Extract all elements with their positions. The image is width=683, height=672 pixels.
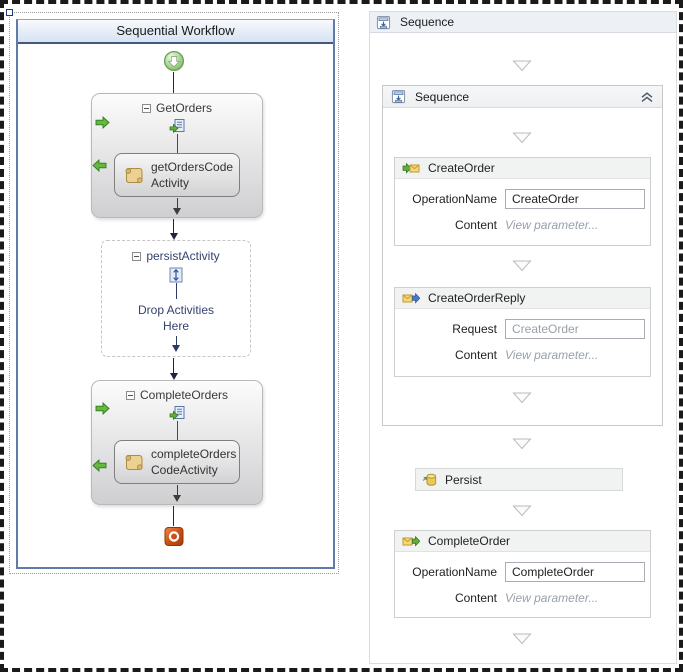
drop-target-triangle[interactable] [512, 131, 532, 144]
connector-line [176, 134, 178, 153]
connector-line [173, 506, 174, 526]
workflow-title-bar: Sequential Workflow [18, 20, 333, 44]
green-arrow-in-icon [95, 402, 110, 415]
down-arrow [173, 485, 181, 502]
inner-sequence-header: Sequence [383, 86, 662, 108]
green-arrow-out-icon [92, 459, 107, 472]
card-title: Persist [445, 472, 482, 487]
card-title: CompleteOrder [428, 534, 511, 548]
drop-target-triangle[interactable] [512, 632, 532, 645]
view-parameter-link[interactable]: View parameter... [505, 591, 599, 605]
terminate-icon [164, 526, 184, 547]
sequence-icon [391, 89, 406, 104]
persist-icon [422, 472, 437, 487]
outer-sequence-header: Sequence [370, 12, 676, 33]
code-activity-label: completeOrdersCodeActivity [151, 447, 237, 477]
activity-header: GetOrders [141, 101, 212, 115]
connector-line [173, 72, 174, 93]
operation-name-input[interactable]: CreateOrder [505, 189, 645, 209]
connector-line [175, 283, 177, 299]
inner-sequence[interactable]: Sequence Crea [382, 85, 663, 426]
operation-name-input[interactable]: CompleteOrder [505, 562, 645, 582]
field-label-operation-name: OperationName [412, 565, 497, 579]
card-title: CreateOrder [428, 161, 495, 175]
sequence-icon [376, 15, 391, 30]
card-title: CreateOrderReply [428, 291, 526, 305]
collapse-chevron-icon[interactable] [640, 91, 654, 103]
sequential-workflow-designer: Sequential Workflow GetOrders [16, 19, 335, 569]
collapse-toggle-icon[interactable] [125, 390, 135, 400]
request-input[interactable]: CreateOrder [505, 319, 645, 339]
drop-target-triangle[interactable] [512, 391, 532, 404]
activity-complete-orders-code[interactable]: completeOrdersCodeActivity [114, 440, 240, 484]
drop-target-triangle[interactable] [512, 59, 532, 72]
field-label-content: Content [454, 348, 497, 362]
activity-card-create-order[interactable]: CreateOrder OperationName CreateOrder Co… [394, 157, 651, 246]
down-arrow [172, 336, 180, 352]
outer-sequence-title: Sequence [400, 15, 455, 29]
receive-icon [402, 535, 420, 548]
drop-activities-hint: Drop Activities Here [137, 303, 215, 333]
persist-activity-icon [169, 267, 183, 283]
inner-sequence-title: Sequence [415, 89, 470, 104]
collapse-toggle-icon[interactable] [141, 103, 151, 113]
activity-get-orders-code[interactable]: getOrdersCodeActivity [114, 153, 240, 197]
code-activity-scroll-icon [122, 453, 145, 472]
collapse-toggle-icon[interactable] [132, 251, 142, 261]
drop-target-triangle[interactable] [512, 437, 532, 450]
green-arrow-out-icon [92, 159, 107, 172]
receive-icon [402, 162, 420, 175]
activity-title: persistActivity [146, 249, 220, 263]
start-icon [163, 50, 185, 72]
activity-get-orders[interactable]: GetOrders getOrdersCodeActi [91, 93, 263, 218]
field-label-content: Content [454, 218, 497, 232]
view-parameter-link[interactable]: View parameter... [505, 218, 599, 232]
green-arrow-in-icon [95, 116, 110, 129]
receive-activity-icon [169, 405, 185, 421]
activity-persist[interactable]: persistActivity Drop Activities Here [101, 240, 251, 357]
card-header: CompleteOrder [395, 531, 650, 552]
field-label-request: Request [452, 322, 497, 336]
drop-target-triangle[interactable] [512, 504, 532, 517]
connector-arrow [169, 358, 178, 380]
send-reply-icon [402, 292, 420, 305]
field-label-content: Content [454, 591, 497, 605]
activity-complete-orders[interactable]: CompleteOrders completeOrde [91, 380, 263, 505]
card-header: CreateOrderReply [395, 288, 650, 309]
activity-title: CompleteOrders [139, 388, 229, 402]
selection-border [9, 12, 339, 574]
code-activity-scroll-icon [122, 166, 145, 185]
activity-header: CompleteOrders [125, 388, 229, 402]
activity-card-complete-order[interactable]: CompleteOrder OperationName CompleteOrde… [394, 530, 651, 618]
connector-arrow [169, 219, 178, 240]
activity-card-create-order-reply[interactable]: CreateOrderReply Request CreateOrder Con… [394, 287, 651, 377]
down-arrow [173, 198, 181, 215]
selection-handle[interactable] [6, 9, 13, 16]
view-parameter-link[interactable]: View parameter... [505, 348, 599, 362]
activity-card-persist[interactable]: Persist [415, 468, 623, 491]
workflow-title: Sequential Workflow [116, 23, 235, 38]
outer-sequence[interactable]: Sequence Sequence [369, 11, 677, 664]
activity-header: persistActivity [132, 249, 220, 263]
card-header: CreateOrder [395, 158, 650, 179]
receive-activity-icon [169, 118, 185, 134]
code-activity-label: getOrdersCodeActivity [151, 160, 234, 190]
connector-line [176, 421, 178, 440]
field-label-operation-name: OperationName [412, 192, 497, 206]
activity-title: GetOrders [155, 101, 212, 115]
drop-target-triangle[interactable] [512, 259, 532, 272]
